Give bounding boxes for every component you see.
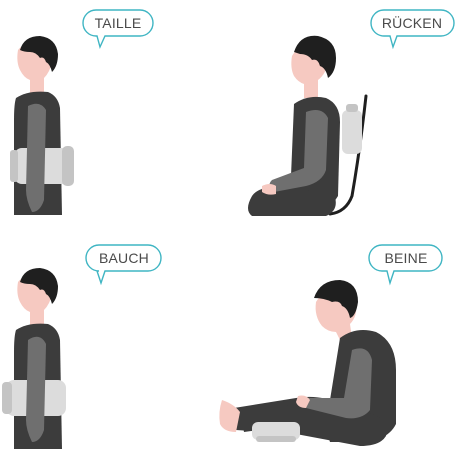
speech-bubble-beine: BEINE [369,245,442,283]
panel-bauch: BAUCH [2,245,161,449]
bubble-label-ruecken: RÜCKEN [382,14,442,31]
speech-bubble-bauch: BAUCH [86,245,161,283]
panel-taille: TAILLE [10,10,153,215]
bubble-label-taille: TAILLE [95,15,142,31]
speech-bubble-taille: TAILLE [83,10,153,47]
person-standing-taille [10,36,74,215]
bubble-label-beine: BEINE [384,250,427,266]
person-seated-beine [219,280,396,446]
person-seated-ruecken [248,36,366,216]
panel-beine: BEINE [219,245,442,446]
panel-ruecken: RÜCKEN [248,10,454,216]
person-standing-bauch [2,268,66,449]
bubble-label-bauch: BAUCH [99,250,149,266]
speech-bubble-ruecken: RÜCKEN [371,10,454,47]
